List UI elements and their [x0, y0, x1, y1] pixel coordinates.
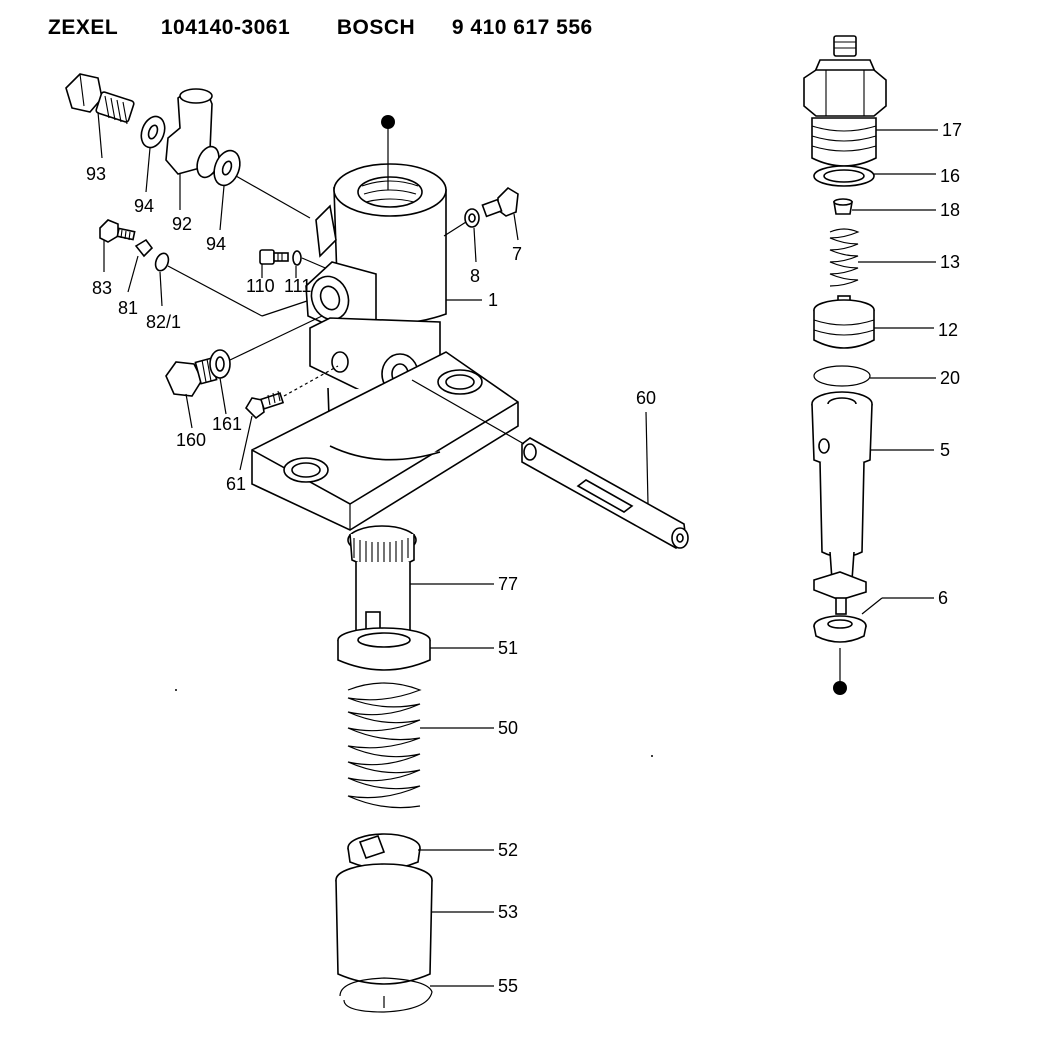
callout-83: 83: [92, 278, 112, 298]
valve-spring-13: [829, 228, 860, 287]
callout-110: 110: [246, 276, 275, 296]
washer-94-right: [213, 149, 241, 187]
callout-61: 61: [226, 474, 246, 494]
callout-18: 18: [940, 200, 960, 220]
fitting-7: [481, 186, 519, 218]
alignment-dot-bottom: [833, 681, 847, 695]
part-number-bosch: 9 410 617 556: [451, 16, 593, 39]
washer-8: [464, 208, 480, 228]
spring-seat-51: [337, 627, 431, 671]
callout-16: 16: [940, 166, 960, 186]
callout-17: 17: [942, 120, 962, 140]
callout-111: 111: [284, 276, 311, 296]
callout-55: 55: [498, 976, 518, 996]
callout-7: 7: [512, 244, 522, 264]
drawing-header: ZEXEL 104140-3061 BOSCH 9 410 617 556: [48, 16, 593, 40]
brand-zexel: ZEXEL: [48, 16, 119, 39]
callout-20: 20: [940, 368, 960, 388]
spring-seat-52: [347, 833, 421, 870]
seal-161: [209, 349, 231, 379]
washer-94-left: [140, 115, 166, 149]
gasket-16: [813, 165, 875, 187]
alignment-dot-top: [381, 115, 395, 129]
delivery-valve-12: [813, 295, 875, 349]
valve-holder-17: [803, 35, 887, 167]
banjo-bolt-93: [65, 73, 135, 125]
callout-5: 5: [940, 440, 950, 460]
callout-51: 51: [498, 638, 518, 658]
callout-92: 92: [172, 214, 192, 234]
washer-82-1: [154, 252, 170, 272]
callout-52: 52: [498, 840, 518, 860]
callout-6: 6: [938, 588, 948, 608]
washer-111: [292, 250, 302, 266]
brand-bosch: BOSCH: [336, 16, 416, 39]
control-sleeve-77: [347, 525, 417, 641]
plunger-foot-6: [813, 597, 867, 643]
callout-1: 1: [488, 290, 498, 310]
o-ring-20: [813, 365, 871, 387]
callout-13: 13: [940, 252, 960, 272]
screw-110: [259, 249, 289, 265]
screw-61: [244, 390, 285, 420]
callout-160: 160: [176, 430, 206, 450]
callout-8: 8: [470, 266, 480, 286]
lock-washer-81: [134, 238, 154, 258]
callout-94-right: 94: [206, 234, 226, 254]
callout-82-1: 82/1: [146, 312, 181, 332]
callout-60: 60: [636, 388, 656, 408]
plug-160: [165, 357, 218, 397]
callout-161: 161: [212, 414, 242, 434]
callout-labels: 93 94 92 94 83 81 82/1 110 111 8 7 1 160…: [86, 120, 962, 996]
leader-lines: [97, 111, 938, 987]
control-rod-60: [521, 437, 689, 549]
callout-81: 81: [118, 298, 138, 318]
snap-ring-55: [339, 977, 433, 1013]
callout-77: 77: [498, 574, 518, 594]
callout-93: 93: [86, 164, 106, 184]
barrel-5: [811, 391, 873, 601]
screw-83: [99, 219, 136, 243]
callout-12: 12: [938, 320, 958, 340]
part-number-zexel: 104140-3061: [160, 16, 291, 39]
plunger-spring-50: [347, 682, 422, 809]
banjo-body-92: [165, 88, 220, 179]
callout-53: 53: [498, 902, 518, 922]
callout-94-left: 94: [134, 196, 154, 216]
tappet-53: [335, 863, 433, 985]
callout-50: 50: [498, 718, 518, 738]
volume-reducer-18: [833, 198, 853, 215]
pump-housing-1: [251, 163, 519, 531]
